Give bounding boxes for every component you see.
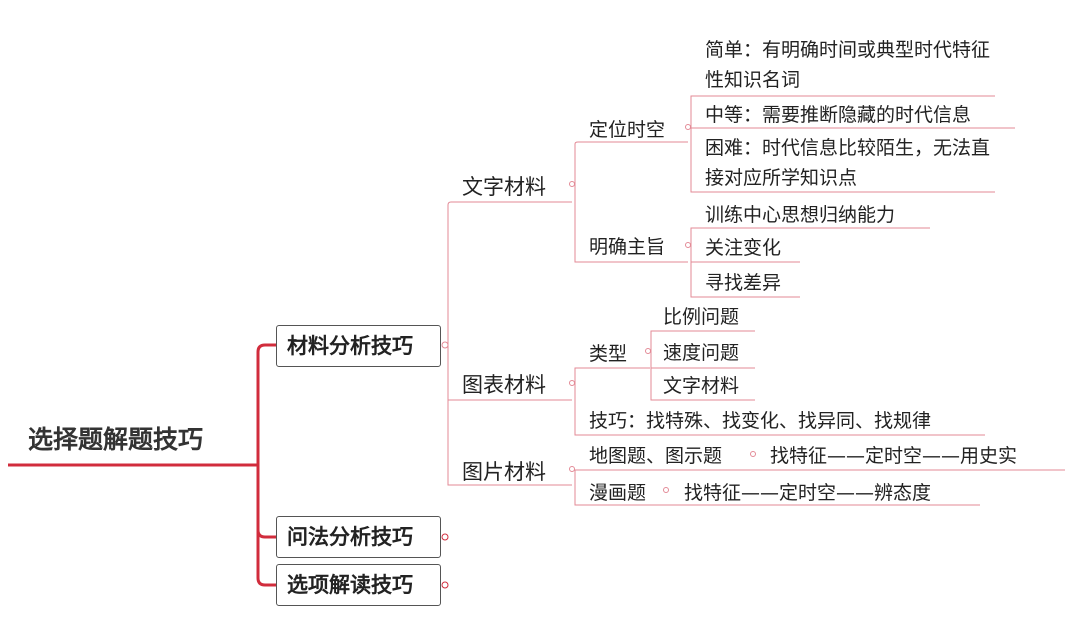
text-material-node[interactable]: 文字材料 <box>462 175 546 199</box>
theme-item-leaf[interactable]: 关注变化 <box>705 237 782 259</box>
locate-medium-leaf[interactable]: 中等：需要推断隐藏的时代信息 <box>705 104 972 126</box>
theme-dot[interactable] <box>685 242 691 248</box>
types-dot[interactable] <box>645 348 651 354</box>
locate-hard-leaf[interactable]: 困难：时代信息比较陌生，无法直接对应所学知识点 <box>705 137 991 189</box>
branch-root-option <box>256 530 276 587</box>
chart-type-leaf[interactable]: 比例问题 <box>663 306 740 328</box>
cartoon-question-node[interactable]: 漫画题 <box>589 482 647 504</box>
theme-item-leaf[interactable]: 寻找差异 <box>705 272 782 294</box>
cartoon-question-dot[interactable] <box>663 487 669 493</box>
material-toggle-dot[interactable] <box>441 341 449 349</box>
locate-time-space-node[interactable]: 定位时空 <box>589 119 666 141</box>
map-method-leaf[interactable]: 找特征——定时空——用史实 <box>770 445 1018 467</box>
theme-item-leaf[interactable]: 训练中心思想归纳能力 <box>705 204 896 226</box>
chart-type-leaf[interactable]: 速度问题 <box>663 342 740 364</box>
material-analysis-node[interactable]: 材料分析技巧 <box>276 325 441 367</box>
question-analysis-node[interactable]: 问法分析技巧 <box>276 516 441 558</box>
branch-locate-leaves <box>690 95 1015 193</box>
map-question-dot[interactable] <box>750 451 756 457</box>
chart-type-leaf[interactable]: 文字材料 <box>663 375 740 397</box>
option-toggle-dot[interactable] <box>441 581 449 589</box>
question-toggle-dot[interactable] <box>441 533 449 541</box>
chart-types-node[interactable]: 类型 <box>589 343 628 365</box>
map-question-node[interactable]: 地图题、图示题 <box>589 445 723 467</box>
branch-root-question <box>256 465 276 539</box>
chart-tips-leaf[interactable]: 技巧：找特殊、找变化、找异同、找规律 <box>589 410 932 432</box>
clarify-theme-node[interactable]: 明确主旨 <box>589 236 666 258</box>
picture-material-node[interactable]: 图片材料 <box>462 460 546 484</box>
cartoon-method-leaf[interactable]: 找特征——定时空——辨态度 <box>684 482 932 504</box>
branch-picture-children <box>574 469 1065 506</box>
locate-easy-leaf[interactable]: 简单：有明确时间或典型时代特征性知识名词 <box>705 39 991 91</box>
branch-material-level2 <box>447 201 572 486</box>
root-node[interactable]: 选择题解题技巧 <box>28 425 204 454</box>
branch-types-items <box>650 330 755 401</box>
chart-material-dot[interactable] <box>569 380 575 386</box>
branch-text-children <box>574 141 688 263</box>
text-material-dot[interactable] <box>569 181 575 187</box>
picture-material-dot[interactable] <box>569 466 575 472</box>
branch-theme-leaves <box>690 227 930 298</box>
option-reading-node[interactable]: 选项解读技巧 <box>276 564 441 606</box>
chart-material-node[interactable]: 图表材料 <box>462 373 546 397</box>
locate-dot[interactable] <box>685 124 691 130</box>
branch-root-material <box>256 343 276 465</box>
branch-chart-children <box>574 367 985 436</box>
